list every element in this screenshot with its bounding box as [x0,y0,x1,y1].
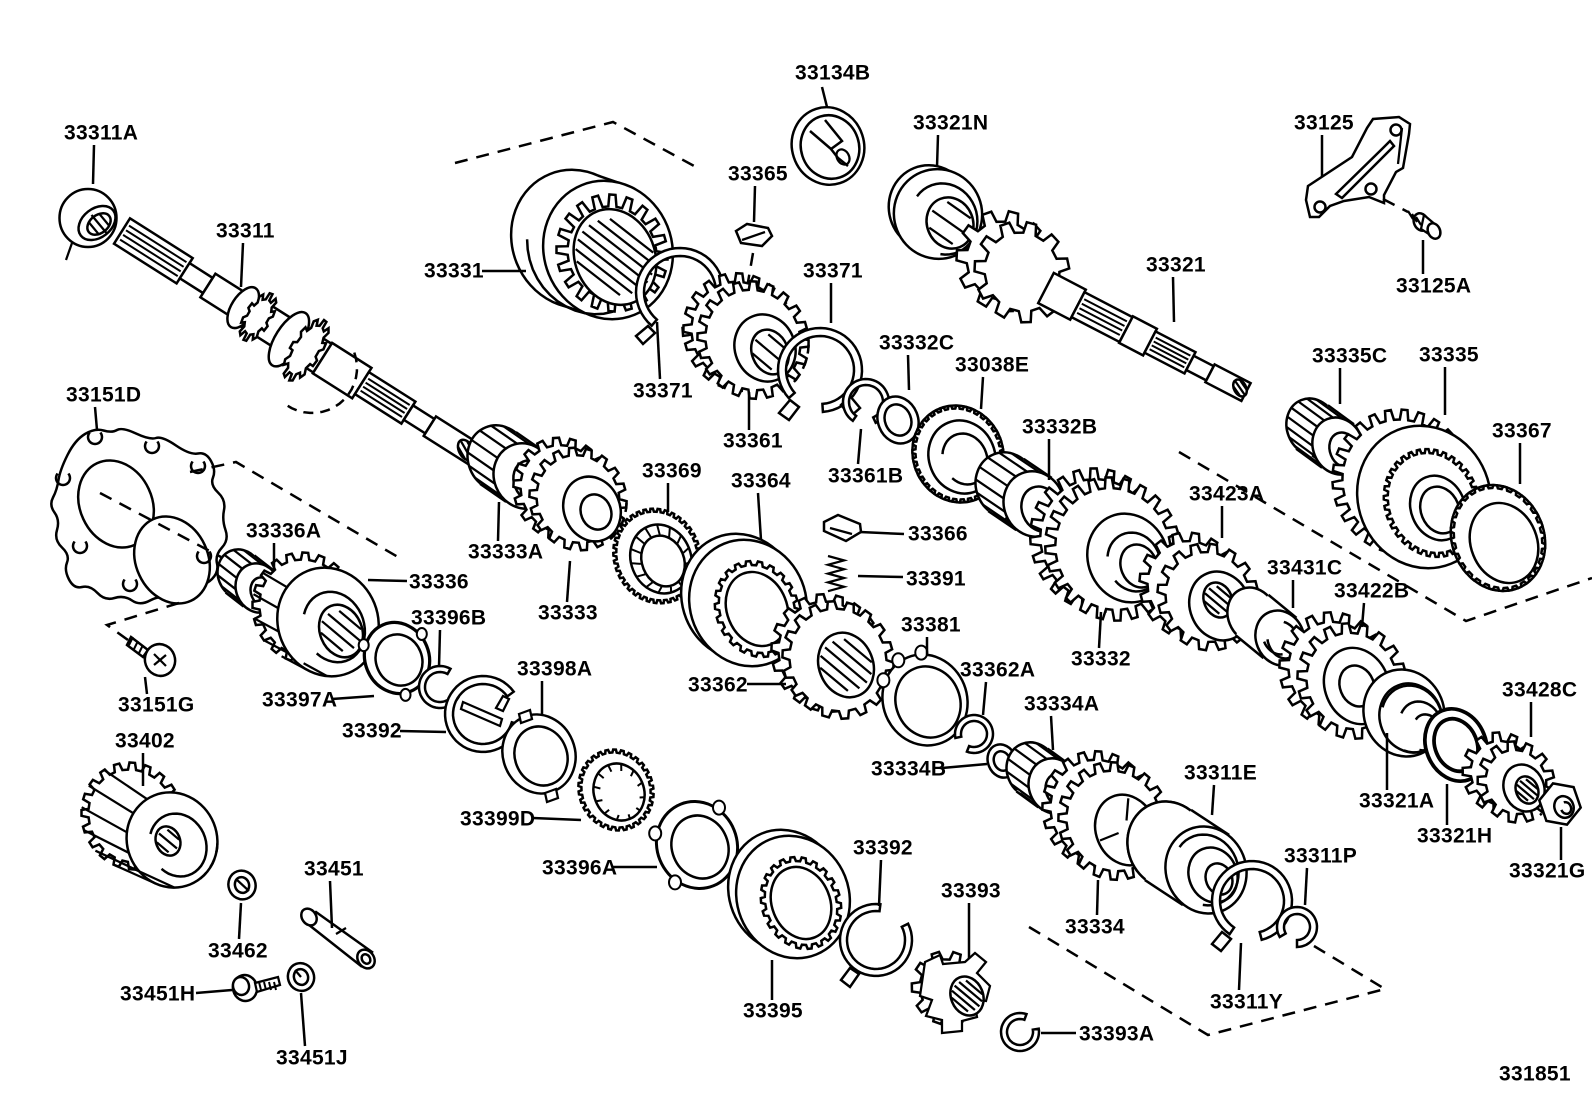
svg-text:33321G: 33321G [1509,859,1586,882]
svg-text:33335C: 33335C [1312,344,1387,367]
svg-text:331851: 331851 [1499,1062,1571,1085]
svg-text:33333A: 33333A [468,540,543,563]
svg-text:33321: 33321 [1146,253,1206,276]
svg-text:33331: 33331 [424,259,484,282]
svg-text:33332B: 33332B [1022,415,1097,438]
svg-text:33134B: 33134B [795,61,870,84]
svg-text:33151G: 33151G [118,693,195,716]
svg-text:33396A: 33396A [542,856,617,879]
svg-text:33428C: 33428C [1502,678,1577,701]
svg-text:33451J: 33451J [276,1046,348,1069]
svg-text:33334A: 33334A [1024,692,1099,715]
svg-text:33361: 33361 [723,429,783,452]
svg-text:33422B: 33422B [1334,579,1409,602]
svg-text:33321N: 33321N [913,111,988,134]
svg-text:33381: 33381 [901,613,961,636]
svg-text:33321A: 33321A [1359,789,1434,812]
svg-text:33332: 33332 [1071,647,1131,670]
svg-text:33332C: 33332C [879,331,954,354]
svg-text:33311Y: 33311Y [1210,990,1283,1013]
svg-text:33151D: 33151D [66,383,141,406]
svg-text:33311: 33311 [216,219,275,242]
svg-text:33451H: 33451H [120,982,195,1005]
svg-text:33393: 33393 [941,879,1001,902]
svg-text:33402: 33402 [115,729,175,752]
svg-text:33462: 33462 [208,939,268,962]
svg-text:33451: 33451 [304,857,364,880]
svg-text:33365: 33365 [728,162,788,185]
svg-text:33125: 33125 [1294,111,1354,134]
svg-text:33423A: 33423A [1189,482,1264,505]
svg-text:33334: 33334 [1065,915,1125,938]
svg-text:33364: 33364 [731,469,791,492]
svg-text:33038E: 33038E [955,353,1029,376]
svg-text:33367: 33367 [1492,419,1552,442]
svg-text:33392: 33392 [342,719,402,742]
svg-text:33333: 33333 [538,601,598,624]
svg-text:33311A: 33311A [64,121,138,144]
svg-text:33371: 33371 [803,259,863,282]
svg-text:33321H: 33321H [1417,824,1492,847]
svg-text:33334B: 33334B [871,757,946,780]
svg-text:33396B: 33396B [411,606,486,629]
svg-text:33336A: 33336A [246,519,321,542]
svg-text:33311P: 33311P [1284,844,1357,867]
svg-text:33125A: 33125A [1396,274,1471,297]
svg-text:33393A: 33393A [1079,1022,1154,1045]
svg-text:33397A: 33397A [262,688,337,711]
svg-text:33366: 33366 [908,522,968,545]
svg-text:33362: 33362 [688,673,748,696]
svg-text:33361B: 33361B [828,464,903,487]
svg-text:33362A: 33362A [960,658,1035,681]
svg-text:33371: 33371 [633,379,693,402]
svg-text:33399D: 33399D [460,807,535,830]
svg-text:33369: 33369 [642,459,702,482]
svg-text:33336: 33336 [409,570,469,593]
svg-text:33335: 33335 [1419,343,1479,366]
svg-text:33431C: 33431C [1267,556,1342,579]
svg-text:33311E: 33311E [1184,761,1257,784]
svg-text:33391: 33391 [906,567,966,590]
svg-text:33395: 33395 [743,999,803,1022]
svg-text:33392: 33392 [853,836,913,859]
svg-text:33398A: 33398A [517,657,592,680]
